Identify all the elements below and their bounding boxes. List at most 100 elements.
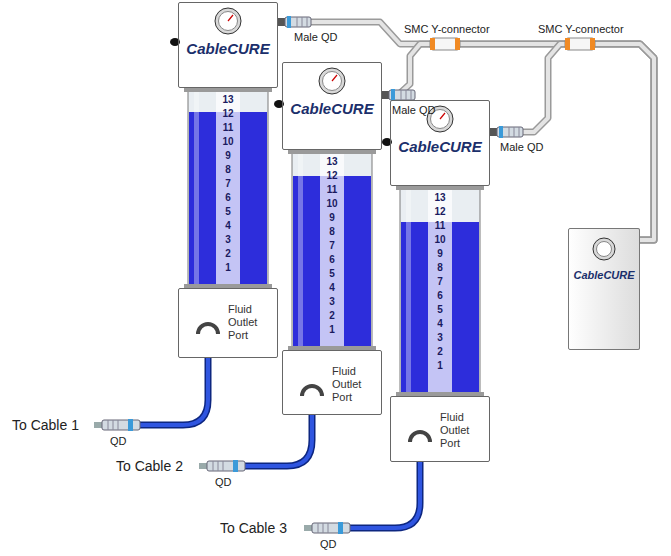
y-body — [430, 38, 460, 50]
destination-label: To Cable 3 — [220, 520, 287, 537]
qd-port — [382, 91, 389, 99]
scale-number: 7 — [437, 276, 443, 288]
qd-ridges — [297, 17, 307, 27]
scale-number: 10 — [222, 136, 233, 148]
destination-label: To Cable 1 — [12, 417, 79, 434]
fitting-label: QD — [320, 537, 337, 551]
head-body — [390, 100, 490, 186]
male-qd — [278, 16, 311, 28]
gauge-face — [323, 72, 342, 91]
scale-number: 12 — [222, 108, 233, 120]
gauge-face — [219, 12, 238, 31]
qd-ridges — [108, 420, 118, 430]
connector-label: SMC Y-connector — [404, 22, 490, 36]
qd-nozzle — [94, 422, 102, 428]
reservoir-head: CableCURE — [178, 2, 278, 88]
brand-logo: CableCURE — [290, 100, 373, 118]
scale-number: 8 — [437, 262, 443, 274]
base-body — [282, 350, 382, 415]
scale-number: 6 — [329, 254, 335, 266]
reservoir — [382, 100, 490, 462]
scale-number: 12 — [326, 170, 337, 182]
scale-number: 3 — [437, 332, 443, 344]
head-body — [178, 2, 278, 88]
qd-ridges — [509, 127, 519, 137]
brand-logo: CableCURE — [398, 138, 481, 156]
tube — [400, 186, 480, 396]
gas-tube — [278, 22, 654, 240]
qd-nozzle — [304, 525, 312, 531]
gauge — [215, 8, 241, 34]
scale-number: 4 — [329, 282, 335, 294]
y-connector — [565, 38, 595, 50]
scale-number: 8 — [225, 164, 231, 176]
qd-ring — [233, 460, 238, 472]
fitting-label: QD — [110, 434, 127, 448]
port-label: Fluid Outlet Port — [228, 303, 274, 342]
fluid — [401, 222, 479, 396]
scale-strip — [320, 152, 344, 350]
scale-number: 5 — [329, 268, 335, 280]
scale-number: 10 — [434, 234, 445, 246]
scale-number: 11 — [435, 220, 446, 232]
base-body — [178, 288, 278, 358]
qd-body — [102, 420, 140, 430]
head-body — [282, 62, 382, 150]
scale-number: 6 — [225, 192, 231, 204]
qd-body — [285, 17, 311, 27]
scale-number: 1 — [437, 360, 443, 372]
brand-logo: CableCURE — [573, 269, 634, 282]
y-band — [590, 38, 595, 50]
scale-number: 11 — [223, 122, 234, 134]
tube-core — [382, 44, 654, 240]
hose-qd — [304, 522, 350, 534]
scale-number: 1 — [329, 324, 335, 336]
box-body — [568, 228, 640, 350]
glass-highlight — [298, 152, 303, 348]
gauge-needle — [332, 75, 337, 81]
scale-number: 1 — [225, 262, 231, 274]
male-qd — [490, 126, 523, 138]
scale-number: 9 — [437, 248, 443, 260]
scale-number: 2 — [225, 248, 231, 260]
tube-outline — [490, 44, 654, 240]
reservoir-base: Fluid Outlet Port — [390, 396, 490, 462]
scale-number: 4 — [437, 318, 443, 330]
gauge-needle — [228, 15, 233, 21]
scale-number: 7 — [225, 178, 231, 190]
reservoir-base: Fluid Outlet Port — [282, 350, 382, 415]
qd-port — [490, 128, 497, 136]
outlet-port — [410, 432, 430, 442]
qd-ridges — [318, 523, 328, 533]
tube-outline — [278, 22, 654, 240]
qd-ring — [287, 16, 291, 28]
destination-label: To Cable 2 — [116, 458, 183, 475]
glass-highlight — [406, 188, 411, 394]
qd-ridges — [401, 90, 411, 100]
outlet-port — [302, 386, 322, 396]
y-connector — [430, 38, 460, 50]
hose-qd — [94, 419, 140, 431]
scale-number: 6 — [437, 290, 443, 302]
tube-outline — [382, 44, 654, 240]
y-band — [565, 38, 570, 50]
tube-core — [278, 22, 654, 240]
scale-number: 13 — [222, 94, 233, 106]
y-band — [455, 38, 460, 50]
scale-number: 3 — [225, 234, 231, 246]
scale-number: 7 — [329, 240, 335, 252]
qd-ring — [128, 419, 133, 431]
fitting-label: Male QD — [392, 103, 435, 117]
qd-body — [389, 90, 415, 100]
reservoir-head: CableCURE — [282, 62, 382, 150]
scale-number: 12 — [434, 206, 445, 218]
fitting-label: QD — [215, 475, 232, 489]
y-band — [430, 38, 435, 50]
scale-number: 13 — [434, 192, 445, 204]
gas-source-box: CableCURE — [568, 228, 640, 350]
gas-tube — [382, 44, 654, 240]
